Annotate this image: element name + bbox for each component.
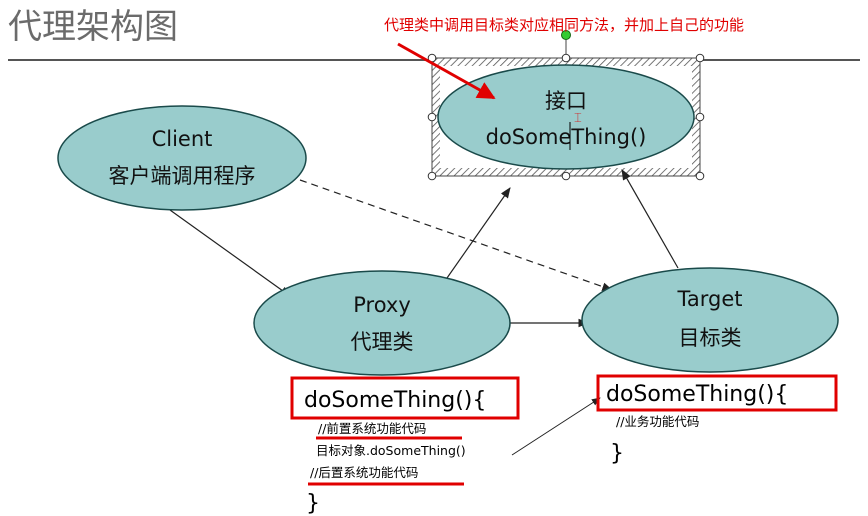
arrow-target-to-interface — [621, 169, 679, 269]
resize-handle-ne[interactable] — [695, 53, 705, 63]
resize-handle-sw[interactable] — [427, 171, 437, 181]
proxy-closing-brace: } — [306, 491, 320, 516]
target-label: Target — [677, 287, 743, 311]
diagram-title: 代理架构图 — [8, 7, 178, 47]
annotation-arrow — [397, 42, 496, 100]
arrow-call-to-target-method — [511, 397, 601, 456]
resize-handle-w[interactable] — [427, 112, 437, 122]
resize-handle-s[interactable] — [561, 171, 571, 181]
target-signature-box — [596, 374, 838, 412]
ibeam-cursor-icon: ⌶ — [574, 111, 582, 126]
target-method-signature: doSomeThing(){ — [606, 382, 788, 407]
proxy-label: Proxy — [353, 293, 411, 317]
arrow-proxy-to-interface — [439, 187, 511, 289]
proxy-pre-comment: //前置系统功能代码 — [318, 421, 426, 436]
interface-node[interactable]: 接口 doSomeThing() ⌶ — [437, 64, 695, 170]
interface-method: doSomeThing() — [486, 125, 647, 149]
proxy-code-block: doSomeThing(){ //前置系统功能代码 目标对象.doSomeThi… — [290, 376, 520, 516]
proxy-method-signature: doSomeThing(){ — [304, 388, 486, 413]
resize-handle-e[interactable] — [695, 112, 705, 122]
proxy-target-call: 目标对象.doSomeThing() — [316, 443, 466, 458]
proxy-post-comment: //后置系统功能代码 — [310, 465, 418, 480]
annotation-text: 代理类中调用目标类对应相同方法，并加上自己的功能 — [384, 16, 744, 34]
client-label: Client — [152, 127, 213, 151]
arrow-client-to-proxy — [169, 209, 291, 297]
target-code-block: doSomeThing(){ //业务功能代码 } — [596, 374, 838, 466]
target-closing-brace: } — [610, 441, 624, 466]
resize-handle-se[interactable] — [695, 171, 705, 181]
client-description: 客户端调用程序 — [109, 164, 256, 188]
target-description: 目标类 — [679, 326, 742, 350]
resize-handle-n[interactable] — [561, 53, 571, 63]
client-node[interactable]: Client 客户端调用程序 — [57, 105, 307, 211]
proxy-signature-box — [290, 376, 520, 420]
proxy-description: 代理类 — [351, 330, 414, 354]
interface-label: 接口 — [545, 89, 587, 113]
target-node[interactable]: Target 目标类 — [581, 267, 839, 373]
proxy-node[interactable]: Proxy 代理类 — [253, 270, 511, 376]
rotate-handle[interactable] — [561, 30, 571, 40]
target-business-comment: //业务功能代码 — [616, 414, 699, 429]
